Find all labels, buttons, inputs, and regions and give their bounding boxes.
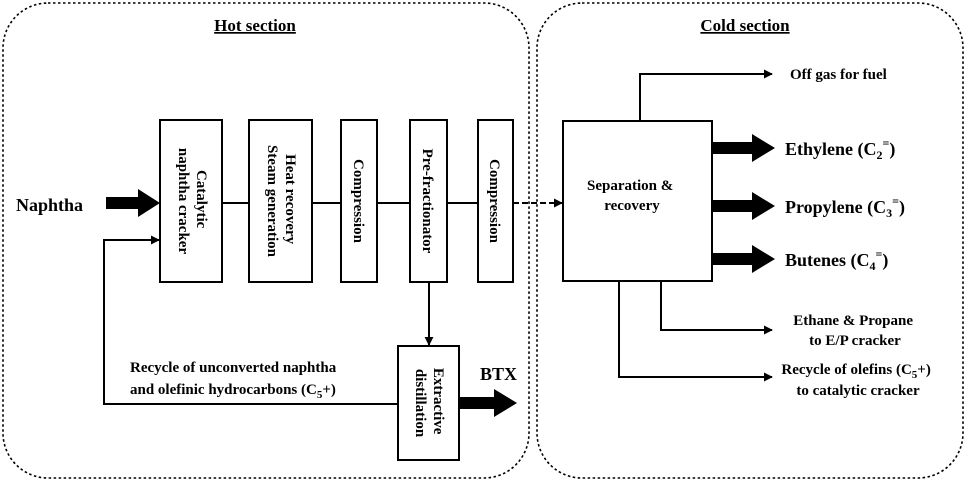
ethane-propane-line [660,281,773,335]
compression-2-box [477,119,514,283]
recycle-loop-line [103,235,398,405]
offgas-line [639,69,773,121]
extractive-distillation-box [397,345,460,461]
compression-2-label: Compression [486,159,502,244]
separation-label: Separation & recovery [587,178,677,214]
heat-recovery-label: Heat recovery Steam generation [264,145,298,258]
cracker-label: Catalytic naphtha cracker [175,148,209,255]
compression-1-label: Compression [350,159,366,244]
naphtha-feed-arrow [106,189,160,217]
extractive-label: Extractive distillation [412,368,446,438]
hot-section-title: Hot section [214,16,296,35]
separation-recovery-box [562,120,713,282]
cold-section-frame [536,2,964,479]
propylene-label: Propylene (C3=) [785,194,905,220]
btx-arrow [459,389,517,417]
offgas-label: Off gas for fuel [790,67,887,83]
propylene-arrow [712,192,775,220]
naphtha-feed-label: Naphtha [16,195,83,215]
prefractionator-box [409,119,448,283]
butenes-label: Butenes (C4=) [785,247,888,273]
cold-section-title: Cold section [700,16,790,35]
hot-section-frame [2,2,530,479]
ethylene-arrow [712,134,775,162]
prefractionator-label: Pre-fractionator [419,149,435,254]
ethylene-label: Ethylene (C2=) [785,136,895,162]
catalytic-cracker-box [159,119,223,283]
compression-1-box [340,119,378,283]
butenes-arrow [712,245,775,273]
olefins-recycle-line [618,281,773,382]
olefins-recycle-label: Recycle of olefins (C5+) to catalytic cr… [781,362,934,399]
heat-recovery-box [248,119,313,283]
ethane-propane-label: Ethane & Propane to E/P cracker [793,313,916,349]
recycle-label: Recycle of unconverted naphtha and olefi… [130,360,340,401]
btx-label: BTX [480,364,517,384]
